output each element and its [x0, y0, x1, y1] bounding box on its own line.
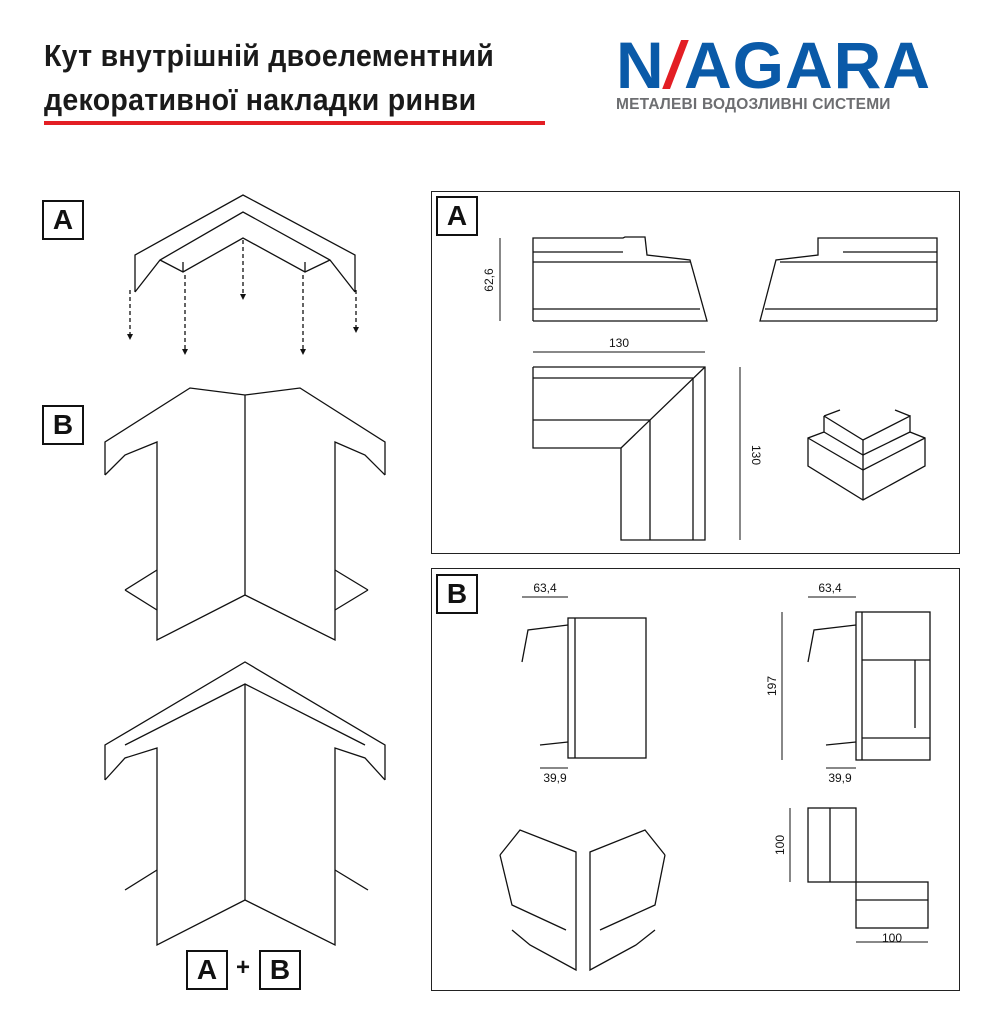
assembled-isometric: [104, 661, 386, 947]
dim-depth-a: 130: [749, 445, 763, 465]
part-b-isometric: [104, 387, 386, 642]
left-label-a: A: [42, 200, 84, 240]
panel-b-plan-views: [789, 807, 929, 943]
panel-a: [431, 191, 960, 554]
dim-top-left-b: 63,4: [533, 581, 557, 595]
combo-label-a: A: [186, 950, 228, 990]
dim-height-b: 197: [765, 676, 779, 696]
title-line-2: декоративної накладки ринви: [44, 82, 477, 117]
panel-a-side-views: [499, 236, 938, 322]
title-line-1: Кут внутрішній двоелементний: [44, 38, 495, 73]
dim-side-b: 100: [773, 835, 787, 855]
part-a-isometric: [134, 194, 356, 293]
panel-a-isometric: [807, 409, 926, 501]
panel-b-front-view: [521, 596, 647, 769]
dim-bottom-right-b: 39,9: [828, 771, 852, 785]
logo-tagline: МЕТАЛЕВІ ВОДОЗЛИВНІ СИСТЕМИ: [616, 96, 891, 113]
dim-top-right-b: 63,4: [818, 581, 842, 595]
panel-b-isometric: [499, 829, 666, 972]
dim-bottom-left-b: 39,9: [543, 771, 567, 785]
logo-wordmark: N/AGARA: [616, 28, 932, 102]
panel-b-side-view: [781, 596, 931, 769]
assembly-arrows: [129, 240, 357, 350]
panel-a-top-view: [532, 351, 741, 541]
niagara-logo: N/AGARA МЕТАЛЕВІ ВОДОЗЛИВНІ СИСТЕМИ: [616, 28, 946, 114]
dim-height-a: 62,6: [482, 268, 496, 292]
dim-width-a: 130: [609, 336, 629, 350]
panel-b-label: B: [436, 574, 478, 614]
panel-b: [431, 568, 960, 991]
panel-a-label: A: [436, 196, 478, 236]
combo-plus: +: [236, 954, 251, 981]
combo-label-b: B: [259, 950, 301, 990]
dim-bottom-b: 100: [882, 931, 902, 945]
left-label-b: B: [42, 405, 84, 445]
page-title: Кут внутрішній двоелементний декоративно…: [44, 34, 494, 122]
title-underline: [44, 121, 545, 125]
